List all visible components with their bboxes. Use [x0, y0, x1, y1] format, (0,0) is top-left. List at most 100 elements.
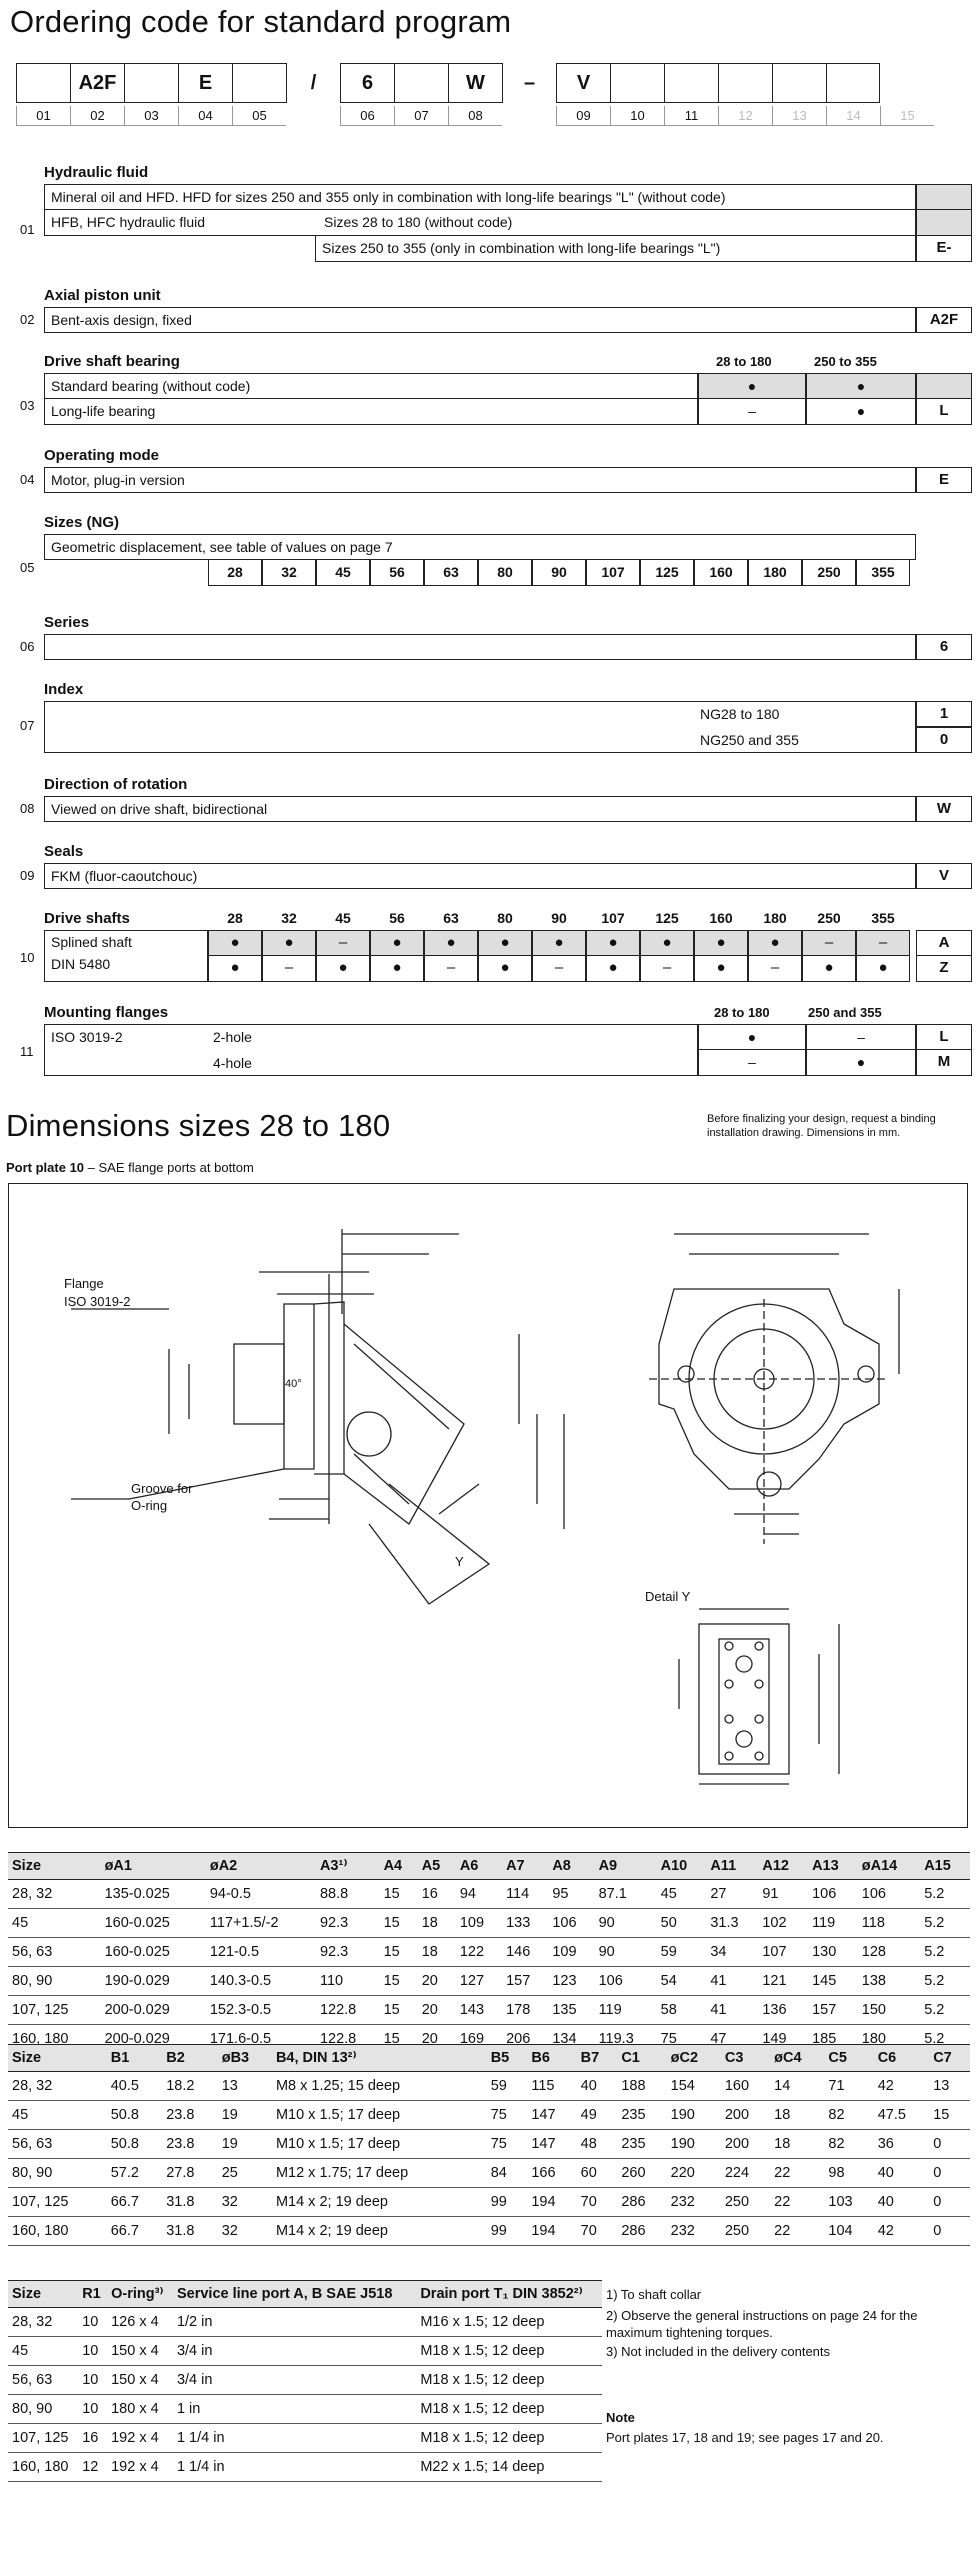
table-cell: 88.8 [315, 1879, 380, 1909]
section-title: Operating mode [44, 447, 160, 464]
table-cell: 107, 125 [8, 2423, 79, 2453]
column-header: øC4 [770, 2044, 825, 2072]
column-header: A11 [706, 1852, 759, 1880]
table-cell: 98 [824, 2158, 874, 2188]
table-cell: M12 x 1.75; 17 deep [271, 2158, 487, 2188]
table-cell: 20 [417, 1995, 456, 2025]
table-cell: 160 [720, 2071, 771, 2101]
drive-shaft-size: 28 [227, 910, 243, 926]
code-position-number: 15 [880, 106, 934, 126]
table-cell: 224 [720, 2158, 771, 2188]
table-cell: 41 [706, 1966, 759, 1996]
table-cell: 27.8 [162, 2158, 218, 2188]
drive-shaft-cell: ● [694, 956, 748, 982]
column-header: B4, DIN 13²⁾ [271, 2044, 487, 2072]
table-cell: 250 [720, 2216, 771, 2246]
table-cell: 32 [217, 2216, 272, 2246]
drive-shaft-cell: ● [208, 930, 262, 956]
table-cell: 190-0.029 [100, 1966, 206, 1996]
drive-shaft-cell: ● [424, 930, 478, 956]
column-header: 250 to 355 [814, 354, 877, 369]
table-cell: 56, 63 [8, 1937, 101, 1967]
table-cell: 56, 63 [8, 2365, 79, 2395]
column-header: A3¹⁾ [315, 1852, 380, 1880]
size-value: 355 [856, 560, 910, 586]
drive-shaft-label-line: Splined shaft [51, 934, 132, 950]
table-cell: 106 [808, 1879, 858, 1909]
drive-shaft-cell: ● [370, 956, 424, 982]
table-cell: 45 [8, 2336, 79, 2366]
section-number: 08 [20, 801, 35, 816]
column-header: 28 to 180 [716, 354, 772, 369]
size-value: 32 [262, 560, 316, 586]
fluid-row-label: Sizes 28 to 180 (without code) [324, 214, 513, 230]
table-cell: 32 [217, 2187, 272, 2217]
drive-shaft-size: 32 [281, 910, 297, 926]
table-cell: 15 [929, 2100, 970, 2130]
size-value: 28 [208, 560, 262, 586]
note-title: Note [606, 2410, 635, 2425]
axial-row: Bent-axis design, fixed [44, 307, 916, 333]
code-position [826, 63, 880, 103]
table-cell: 178 [502, 1995, 549, 2025]
bearing-cell: ● [806, 373, 916, 399]
code-position-number: 01 [16, 106, 70, 126]
mounting-label: ISO 3019-2 [51, 1029, 123, 1045]
column-header: A12 [758, 1852, 809, 1880]
code-position: 6 [340, 63, 394, 103]
diagram-label: Y [455, 1554, 464, 1569]
code-position [16, 63, 70, 103]
table-cell: M16 x 1.5; 12 deep [416, 2307, 602, 2337]
table-cell: 0 [929, 2187, 970, 2217]
table-cell: M10 x 1.5; 17 deep [271, 2129, 487, 2159]
code-position [664, 63, 718, 103]
table-cell: 19 [217, 2129, 272, 2159]
table-cell: 66.7 [106, 2187, 163, 2217]
section-title: Hydraulic fluid [44, 164, 149, 181]
bearing-row: Long-life bearing [44, 399, 698, 425]
table-cell: 107, 125 [8, 2187, 107, 2217]
column-header: A9 [594, 1852, 657, 1880]
table-cell: 25 [217, 2158, 272, 2188]
table-cell: 10 [78, 2336, 108, 2366]
index-label: NG28 to 180 [700, 706, 780, 722]
table-cell: 48 [576, 2129, 618, 2159]
table-cell: 3/4 in [172, 2336, 417, 2366]
section-number: 03 [20, 398, 35, 413]
column-header: C7 [929, 2044, 970, 2072]
table-cell: 92.3 [315, 1908, 380, 1938]
column-header: A6 [455, 1852, 503, 1880]
table-cell: 157 [808, 1995, 858, 2025]
size-value: 125 [640, 560, 694, 586]
code-position [124, 63, 178, 103]
table-cell: 121 [758, 1966, 809, 1996]
table-cell: 10 [78, 2365, 108, 2395]
section-title: Seals [44, 843, 84, 860]
drive-shaft-cell: – [802, 930, 856, 956]
column-header: C5 [824, 2044, 874, 2072]
column-header: A10 [656, 1852, 707, 1880]
size-value: 45 [316, 560, 370, 586]
table-cell: 31.8 [162, 2187, 218, 2217]
table-cell: 235 [617, 2129, 667, 2159]
table-cell: 190 [666, 2129, 721, 2159]
column-header: øA1 [100, 1852, 206, 1880]
table-cell: 45 [8, 2100, 107, 2130]
table-cell: 99 [486, 2187, 528, 2217]
table-cell: 70 [576, 2187, 618, 2217]
table-cell: M18 x 1.5; 12 deep [416, 2336, 602, 2366]
code-cell [916, 184, 972, 210]
section-number: 06 [20, 639, 35, 654]
table-cell: 107 [758, 1937, 809, 1967]
mounting-row: ISO 3019-2 2-hole 4-hole [44, 1024, 698, 1076]
footnote: 1) To shaft collar [606, 2287, 702, 2302]
table-cell: 5.2 [920, 1908, 970, 1938]
table-cell: 82 [824, 2100, 874, 2130]
table-cell: 20 [417, 1966, 456, 1996]
